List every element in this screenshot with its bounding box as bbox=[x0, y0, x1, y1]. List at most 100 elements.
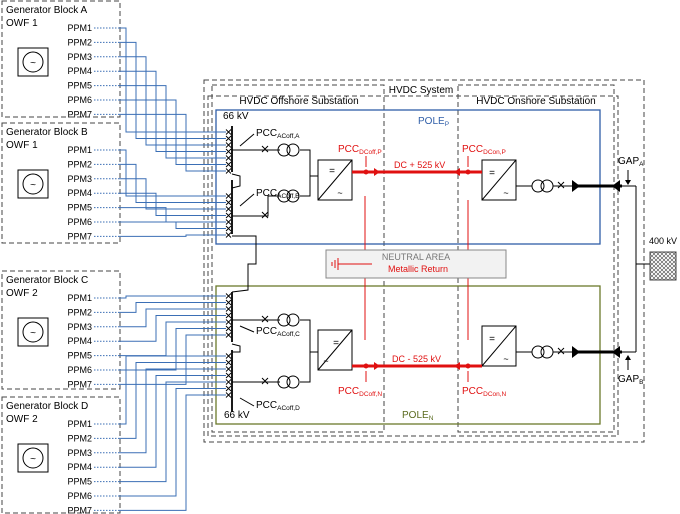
ppm-feeder-line bbox=[118, 394, 226, 511]
pcc-dc-off-p-label: PCCDCoff,P bbox=[338, 144, 382, 156]
ppm-label: PPM7 bbox=[67, 505, 92, 514]
feeder-breaker bbox=[225, 299, 232, 306]
ppm-feeder-line bbox=[118, 149, 226, 197]
ppm-label: PPM2 bbox=[67, 159, 92, 169]
svg-text:=: = bbox=[489, 334, 495, 345]
ppm-label: PPM1 bbox=[67, 145, 92, 155]
pcc-ac-d-label: PCCACoff,D bbox=[256, 400, 300, 412]
ppm-label: PPM6 bbox=[67, 217, 92, 227]
offshore-converter-n: = ~ bbox=[317, 329, 353, 371]
owf-label: OWF 2 bbox=[6, 288, 38, 299]
gap-connection bbox=[622, 170, 650, 370]
feeder-breaker bbox=[225, 129, 232, 135]
ppm-label: PPM6 bbox=[67, 95, 92, 105]
ppm-feeder-line bbox=[118, 388, 226, 497]
owf-label: OWF 2 bbox=[6, 414, 38, 425]
hvdc-system-inner-box bbox=[207, 95, 619, 437]
dc-neg-label: DC - 525 kV bbox=[392, 354, 441, 364]
feeder-breaker bbox=[225, 379, 232, 385]
feeder-breaker bbox=[225, 135, 232, 142]
pcc-ac-arrows bbox=[239, 133, 255, 407]
feeder-breaker bbox=[225, 359, 232, 366]
svg-text:=: = bbox=[489, 168, 495, 179]
pole-p-label: POLEP bbox=[418, 116, 449, 128]
generator-circle bbox=[22, 447, 44, 469]
ac-branches bbox=[232, 149, 318, 383]
ppm-label: PPM5 bbox=[67, 203, 92, 213]
cable-terminals bbox=[572, 180, 620, 358]
offshore-substation-label: HVDC Offshore Substation bbox=[239, 96, 358, 107]
ac-symbol: ~ bbox=[30, 180, 36, 191]
ppm-label: PPM1 bbox=[67, 23, 92, 33]
feeder-breaker bbox=[225, 219, 232, 225]
grid-400kv-block bbox=[649, 251, 677, 281]
ac-breakers bbox=[261, 145, 269, 385]
pcc-dc-arrows bbox=[365, 156, 469, 382]
feeder-breaker bbox=[225, 142, 232, 148]
ppm-label: PPM3 bbox=[67, 174, 92, 184]
pole-n-label: POLEN bbox=[402, 410, 434, 422]
ppm-feeder-line bbox=[118, 375, 226, 468]
feeder-breaker bbox=[225, 372, 232, 379]
owf-label: OWF 1 bbox=[6, 18, 38, 29]
generator-block-title: Generator Block C bbox=[6, 275, 88, 286]
ppm-feeder-line bbox=[118, 163, 226, 203]
feeder-breaker bbox=[225, 206, 232, 212]
gap-a-label: GAPA bbox=[618, 156, 644, 168]
ac-symbol: ~ bbox=[30, 328, 36, 339]
pcc-dc-on-p-label: PCCDCon,P bbox=[462, 144, 506, 156]
ppm-feeder-line bbox=[118, 381, 226, 483]
ppm-feeder-line bbox=[118, 295, 226, 299]
ppm-label: PPM3 bbox=[67, 322, 92, 332]
svg-text:=: = bbox=[333, 338, 339, 349]
generator-block-box bbox=[1, 396, 121, 514]
grid-kv-label: 400 kV bbox=[649, 236, 677, 246]
ppm-feeder-line bbox=[118, 221, 226, 229]
feeder-breaker bbox=[225, 293, 232, 299]
ppm-label: PPM2 bbox=[67, 307, 92, 317]
onshore-substation-label: HVDC Onshore Substation bbox=[476, 96, 596, 107]
svg-text:~: ~ bbox=[323, 356, 328, 366]
ppm-feeder-line bbox=[118, 315, 226, 342]
generator-circle bbox=[22, 321, 44, 343]
neutral-area-label: NEUTRAL AREA bbox=[382, 252, 450, 262]
pole-p-box bbox=[215, 109, 601, 245]
ppm-feeder-line bbox=[118, 334, 226, 385]
ppm-feeder-line bbox=[118, 85, 226, 159]
generator-block-box bbox=[1, 270, 121, 390]
feeder-breaker bbox=[225, 193, 232, 199]
owf-label: OWF 1 bbox=[6, 140, 38, 151]
ppm-feeder-line bbox=[118, 207, 226, 223]
ppm-feeder-line bbox=[118, 328, 226, 371]
ppm-label: PPM2 bbox=[67, 37, 92, 47]
ppm-label: PPM5 bbox=[67, 477, 92, 487]
svg-text:~: ~ bbox=[503, 354, 508, 364]
pcc-ac-b-label: PCCACoff,B bbox=[256, 188, 299, 200]
ppm-label: PPM1 bbox=[67, 293, 92, 303]
ppm-feeder-line bbox=[118, 302, 226, 313]
ppm-feeder-line bbox=[118, 192, 226, 216]
ppm-label: PPM6 bbox=[67, 491, 92, 501]
svg-text:~: ~ bbox=[337, 188, 342, 198]
ppm-label: PPM5 bbox=[67, 81, 92, 91]
ppm-feeder-line bbox=[118, 27, 226, 133]
generator-block-box bbox=[1, 122, 121, 244]
feeder-breaker bbox=[225, 225, 232, 232]
ppm-feeder-line bbox=[118, 362, 226, 439]
gap-arrows bbox=[625, 180, 631, 360]
generator-circle bbox=[22, 51, 44, 73]
svg-text:~: ~ bbox=[503, 188, 508, 198]
pcc-dc-off-n-label: PCCDCoff,N bbox=[338, 386, 382, 398]
offshore-transformers bbox=[277, 143, 300, 389]
pcc-ac-a-label: PCCACoff,A bbox=[256, 128, 300, 140]
ppm-feeder-line bbox=[118, 355, 226, 425]
feeder-breaker bbox=[225, 312, 232, 319]
ppm-label: PPM7 bbox=[67, 109, 92, 119]
ppm-label: PPM4 bbox=[67, 188, 92, 198]
offshore-converter-p: = ~ bbox=[317, 159, 353, 201]
feeder-breaker bbox=[225, 325, 232, 332]
ppm-feeder-line bbox=[118, 41, 226, 139]
